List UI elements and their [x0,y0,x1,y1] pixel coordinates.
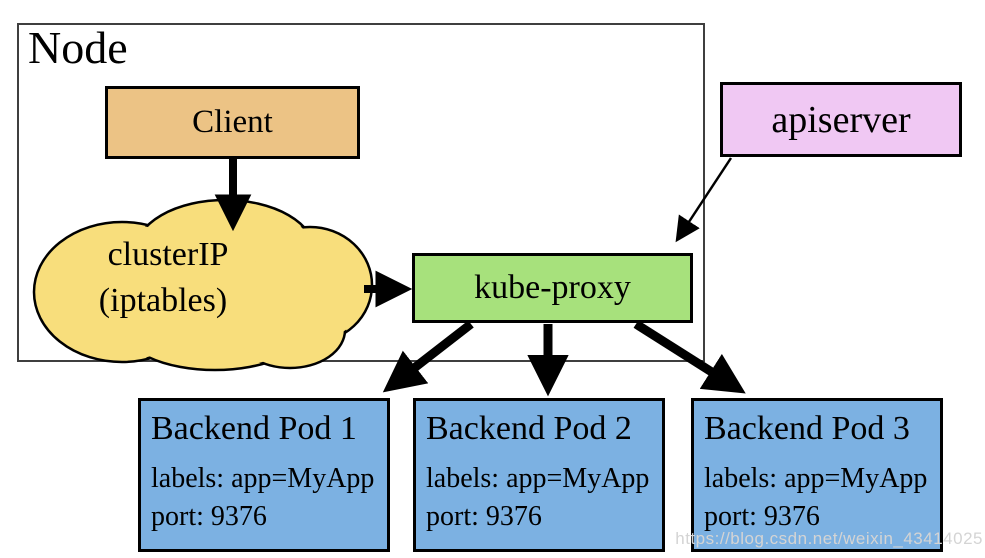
pod-title: Backend Pod 3 [704,410,910,447]
kube-proxy-label: kube-proxy [474,269,631,306]
clusterip-label-line2: (iptables) [98,282,228,319]
pod-title: Backend Pod 1 [151,410,357,447]
client-box: Client [105,86,360,159]
backend-pod-2-box: Backend Pod 2 labels: app=MyApp port: 93… [413,398,665,552]
watermark-url: https://blog.csdn.net/weixin_43414025 [675,529,983,548]
backend-pod-1-box: Backend Pod 1 labels: app=MyApp port: 93… [138,398,390,552]
pod-labels: labels: app=MyApp [704,462,928,494]
backend-pod-3-box: Backend Pod 3 labels: app=MyApp port: 93… [691,398,943,552]
node-label: Node [28,22,128,73]
pod-labels: labels: app=MyApp [426,462,650,494]
kube-proxy-box: kube-proxy [412,253,693,323]
pod-title: Backend Pod 2 [426,410,632,447]
client-label: Client [192,104,273,140]
clusterip-label-line1: clusterIP [107,236,229,273]
pod-port: port: 9376 [151,500,267,532]
pod-port: port: 9376 [426,500,542,532]
pod-labels: labels: app=MyApp [151,462,375,494]
pod-port: port: 9376 [704,500,820,532]
apiserver-box: apiserver [720,82,962,157]
apiserver-label: apiserver [771,98,911,141]
